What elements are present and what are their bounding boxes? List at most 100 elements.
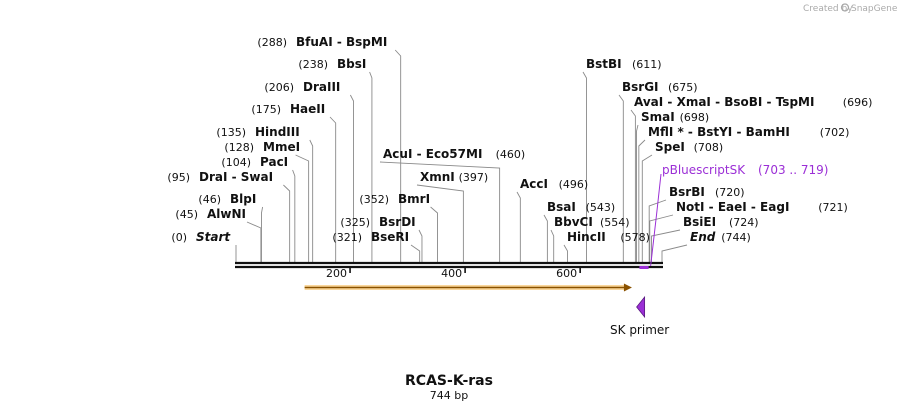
orf-arrow-head — [623, 283, 632, 292]
ruler-tick-label: 400 — [441, 267, 462, 280]
site-position-bbsi: (238) — [298, 58, 328, 71]
site-name-bsai: BsaI — [547, 200, 576, 214]
site-name-smai: SmaI — [641, 110, 675, 124]
ruler-tick-label: 600 — [556, 267, 577, 280]
site-mmei: MmeI(128) — [224, 140, 300, 154]
site-position-noti: (721) — [818, 201, 848, 214]
site-position-acui: (460) — [496, 148, 526, 161]
site-bbvci: BbvCI(554) — [554, 215, 630, 229]
map-caption: RCAS-K-ras 744 bp — [405, 373, 493, 402]
leader-bsrgi — [618, 94, 624, 263]
site-name-hindiii: HindIII — [255, 125, 300, 139]
leader-bseri — [410, 244, 421, 263]
map-title: RCAS-K-ras — [405, 373, 493, 389]
site-haeii: HaeII (175) — [251, 102, 325, 116]
site-position-bsai: (543) — [586, 201, 616, 214]
site-name-bsrbi: BsrBI — [669, 185, 705, 199]
site-name-bsrdi: BsrDI — [379, 215, 416, 229]
site-position-bsrgi: (675) — [668, 81, 698, 94]
site-position-spei: (708) — [694, 141, 724, 154]
leader-acui — [379, 161, 501, 263]
site-position-haeii: (175) — [251, 103, 281, 116]
site-mfli: MflI * - BstYI - BamHI (702) — [648, 125, 849, 139]
leader-bsai — [543, 214, 548, 263]
site-hincii: HincII(578) — [567, 230, 650, 244]
site-position-bmri: (352) — [359, 193, 389, 206]
leader-xmni — [416, 184, 464, 263]
leader-hincii — [563, 244, 568, 263]
site-name-blpi: BlpI — [230, 192, 256, 206]
feature-pbluescriptsk-range: (703 .. 719) — [758, 163, 828, 177]
site-name-bmri: BmrI — [398, 192, 430, 206]
features: pBluescriptSK(703 .. 719)SK primer — [304, 163, 828, 337]
site-bsrdi: BsrDI (325) — [340, 215, 415, 229]
ruler-tick-label: 200 — [326, 267, 347, 280]
site-name-acci: AccI — [520, 177, 548, 191]
site-name-mmei: MmeI — [263, 140, 300, 154]
site-spei: SpeI(708) — [655, 140, 723, 154]
site-name-haeii: HaeII — [290, 102, 325, 116]
leader-bbsi — [369, 71, 373, 263]
leader-acci — [516, 191, 521, 263]
site-name-acui: AcuI - Eco57MI — [383, 147, 482, 161]
site-position-mfli: (702) — [820, 126, 850, 139]
leader-smai — [636, 124, 639, 263]
site-bfuai: BfuAI - BspMI (288) — [257, 35, 387, 49]
credit: Created by SnapGene — [803, 3, 898, 14]
site-name-bfuai: BfuAI - BspMI — [296, 35, 387, 49]
leader-drai — [283, 184, 291, 263]
leader-blpi — [261, 206, 264, 263]
site-name-avai: AvaI - XmaI - BsoBI - TspMI — [634, 95, 814, 109]
site-smai: SmaI(698) — [641, 110, 709, 124]
leader-bmri — [430, 206, 438, 263]
leader-hindiii — [309, 139, 314, 263]
site-position-hindiii: (135) — [216, 126, 246, 139]
leader-mfli — [638, 139, 646, 263]
leader-paci — [292, 169, 296, 263]
site-avai: AvaI - XmaI - BsoBI - TspMI(696) — [634, 95, 872, 109]
primer-sk-arrow-icon — [636, 295, 646, 319]
site-bbsi: BbsI (238) — [298, 57, 366, 71]
site-noti: NotI - EaeI - EagI (721) — [676, 200, 848, 214]
site-bsrgi: BsrGI (675) — [622, 80, 698, 94]
site-position-blpi: (46) — [198, 193, 221, 206]
site-position-bseri: (321) — [332, 231, 362, 244]
site-bstbi: BstBI (611) — [586, 57, 662, 71]
site-name-draiii: DraIII — [303, 80, 340, 94]
site-position-xmni: (397) — [459, 171, 489, 184]
site-position-bstbi: (611) — [632, 58, 662, 71]
site-drai: DraI - SwaI (95) — [167, 170, 273, 184]
site-position-bfuai: (288) — [257, 36, 287, 49]
leader-lines — [235, 49, 688, 263]
site-xmni: XmnI(397) — [420, 170, 488, 184]
site-name-bsiei: BsiEI — [683, 215, 716, 229]
leader-avai — [630, 109, 636, 263]
site-name-start: Start — [196, 230, 231, 244]
leader-bstbi — [582, 71, 587, 263]
leader-bfuai — [394, 49, 402, 263]
leader-mmei — [295, 154, 310, 263]
feature-pbluescriptsk-bar — [639, 266, 649, 269]
primer-sk-label: SK primer — [610, 323, 669, 337]
site-position-drai: (95) — [167, 171, 190, 184]
site-position-bbvci: (554) — [600, 216, 630, 229]
site-name-drai: DraI - SwaI — [199, 170, 273, 184]
site-name-noti: NotI - EaeI - EagI — [676, 200, 789, 214]
site-name-mfli: MflI * - BstYI - BamHI — [648, 125, 790, 139]
leader-alwni — [246, 221, 262, 263]
site-name-hincii: HincII — [567, 230, 606, 244]
site-blpi: BlpI (46) — [198, 192, 256, 206]
leader-haeii — [329, 116, 337, 263]
leader-bbvci — [550, 229, 555, 263]
site-name-bstbi: BstBI — [586, 57, 622, 71]
site-labels: BfuAI - BspMI(288)BbsI(238)DraIII(206)Ha… — [167, 35, 872, 244]
site-name-bbsi: BbsI — [337, 57, 366, 71]
backbone — [235, 261, 663, 269]
site-bmri: BmrI (352) — [359, 192, 430, 206]
site-acci: AccI(496) — [520, 177, 588, 191]
site-name-bsrgi: BsrGI — [622, 80, 659, 94]
site-position-bsrdi: (325) — [340, 216, 370, 229]
site-acui: AcuI - Eco57MI (460) — [383, 147, 525, 161]
site-start: Start(0) — [171, 230, 231, 244]
